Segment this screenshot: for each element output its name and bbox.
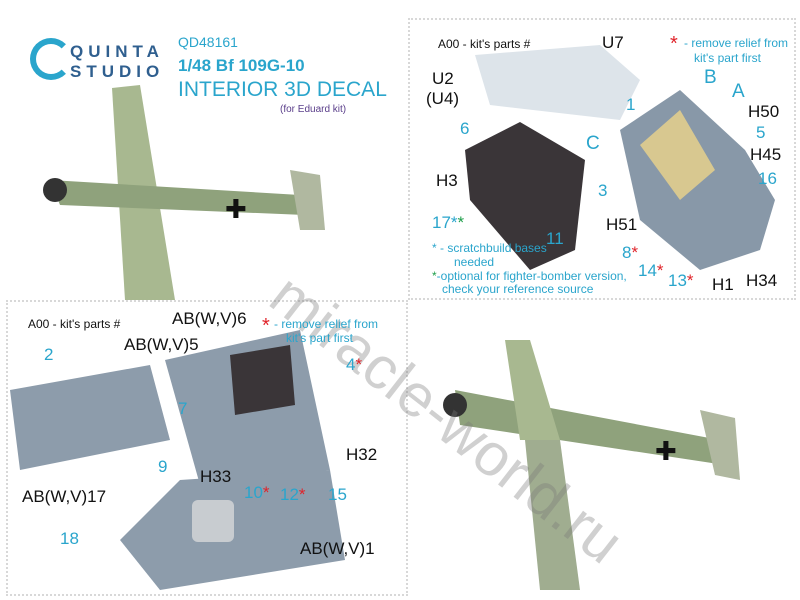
brand-line1: QUINTA [70,42,164,61]
label-ABWV17: AB(W,V)17 [22,487,107,506]
label-4: 4* [346,356,362,373]
label-U4: (U4) [426,89,460,108]
legend-blue: * - scratchbuild bases [432,242,547,254]
instrument-panel-image [465,122,585,270]
quinta-logo-icon [30,38,72,80]
label-12-text: 12 [280,485,299,504]
red-asterisk: * [656,261,664,280]
kit-note: (for Eduard kit) [280,104,347,115]
label-ABWV1: AB(W,V)1 [300,539,375,558]
kits-parts-note-top: A00 - kit's parts # [438,38,530,50]
floor-parts-image [10,330,345,590]
label-ABWV5: AB(W,V)5 [124,335,199,354]
brand-line2: STUDIO [70,62,165,81]
label-7: 7 [178,399,188,418]
asterisk-green: * [432,269,437,283]
panel-top-right [408,18,796,300]
kits-parts-text: A00 - kit's parts # [438,37,531,51]
remove-note-top-2: kit's part first [694,51,761,65]
aircraft-bottom-image: ✚ [443,340,740,590]
remove-asterisk-bottom: * [262,315,270,337]
label-9: 9 [158,457,168,476]
label-14-text: 14 [638,261,657,280]
label-10-text: 10 [244,483,263,502]
label-6: 6 [460,119,470,138]
model-title: 1/48 Bf 109G-10 [178,56,305,75]
remove-note-bottom-2: kit's part first [286,331,353,345]
label-5: 5 [756,123,766,142]
label-15: 15 [328,485,347,504]
red-asterisk: * [631,243,639,262]
label-11: 11 [546,229,564,248]
label-H32: H32 [346,445,378,464]
legend-green-2: check your reference source [442,282,594,296]
label-A: A [732,81,745,102]
product-code: QD48161 [178,34,238,50]
legend-green-text: -optional for fighter-bomber version, [436,269,627,283]
red-asterisk: * [686,271,694,290]
legend-blue-2: needed [454,255,495,269]
product-title: INTERIOR 3D DECAL [178,78,387,101]
remove-asterisk-top: * [670,33,678,55]
kits-parts-note-bottom: A00 - kit's parts # [28,317,121,331]
red-asterisk: * [355,355,363,374]
label-18: 18 [60,529,79,548]
label-14: 14* [638,262,664,279]
legend-blue-text: - scratchbuild bases [440,241,547,255]
red-asterisk: * [262,483,270,502]
label-H51: H51 [606,215,638,234]
label-U2: U2 [432,69,454,88]
label-H34: H34 [746,271,778,290]
asterisk-blue: * [432,241,441,255]
label-13: 13* [668,272,694,289]
label-H1: H1 [712,275,734,294]
seat-image [620,90,775,270]
label-C: C [586,133,600,154]
label-3: 3 [598,181,608,200]
label-10: 10* [244,484,270,501]
label-H33: H33 [200,467,232,486]
aircraft-top-image: ✚ [43,85,325,300]
svg-text:✚: ✚ [655,436,677,466]
canopy-part-image [475,45,640,120]
label-8: 8* [622,244,638,261]
label-U7: U7 [602,33,624,52]
asterisk-green: * [457,213,465,232]
label-16: 16 [758,169,777,188]
label-H3: H3 [436,171,458,190]
label-2: 2 [44,345,54,364]
label-4-text: 4 [346,355,356,374]
label-H50: H50 [748,102,780,121]
label-1: 1 [626,95,636,114]
label-17: 17** [432,214,464,231]
remove-note-bottom-1: - remove relief from [274,317,379,331]
label-B: B [704,67,717,88]
label-8-text: 8 [622,243,632,262]
red-asterisk: * [298,485,306,504]
label-H45: H45 [750,145,782,164]
label-13-text: 13 [668,271,687,290]
asterisk-blue: * [450,213,458,232]
label-17-text: 17 [432,213,451,232]
label-12: 12* [280,486,306,503]
svg-text:✚: ✚ [225,194,247,224]
panel-bottom-left [6,300,408,596]
legend-green: *-optional for fighter-bomber version, [432,270,627,282]
label-ABWV6: AB(W,V)6 [172,309,247,328]
remove-note-top-1: - remove relief from [684,36,789,50]
